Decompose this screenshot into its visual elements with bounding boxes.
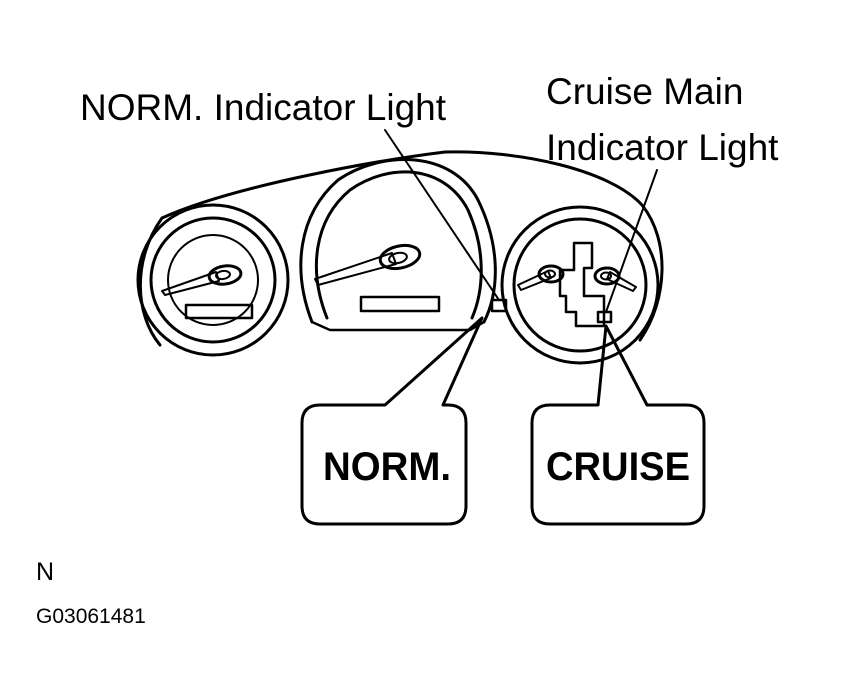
cruise-callout-bubble bbox=[530, 324, 706, 526]
norm-label-leader-line bbox=[384, 129, 500, 301]
left-gauge bbox=[136, 203, 290, 357]
norm-callout-bubble bbox=[300, 316, 484, 526]
norm-callout-text: NORM. bbox=[323, 445, 451, 489]
cruise-callout-text: CRUISE bbox=[546, 445, 690, 489]
cruise-main-label-line2: Indicator Light bbox=[546, 127, 779, 168]
right-gauge bbox=[500, 205, 660, 365]
view-code-label: N bbox=[36, 558, 55, 586]
cruise-main-label-line1: Cruise Main bbox=[546, 71, 744, 112]
cruise-label-leader-line bbox=[605, 169, 658, 313]
center-gauge bbox=[299, 158, 497, 332]
norm-indicator-label: NORM. Indicator Light bbox=[80, 87, 447, 128]
cruise-main-indicator-light bbox=[596, 310, 613, 324]
cluster-housing-outline bbox=[138, 150, 664, 347]
figure-id-label: G03061481 bbox=[36, 605, 146, 628]
